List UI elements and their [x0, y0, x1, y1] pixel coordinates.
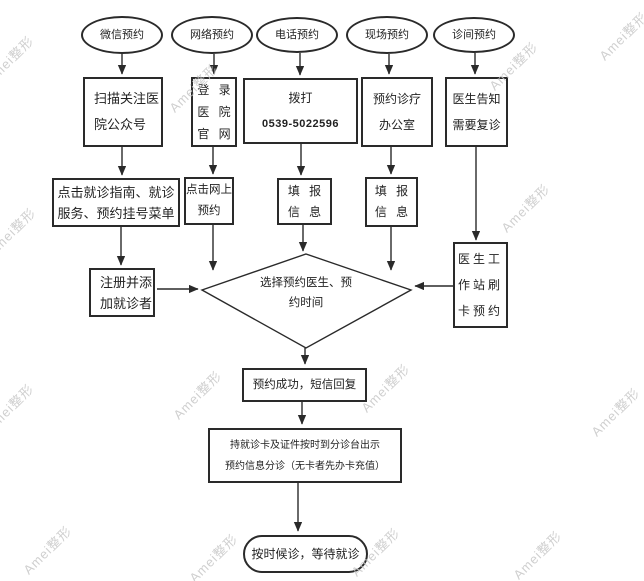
- text-line: 作站刷: [457, 278, 503, 292]
- phone-number: 0539-5022596: [262, 118, 339, 130]
- step-box-login-website: 登 录 医 院 官 网: [191, 77, 237, 147]
- text-line: 按时候诊，等待就诊: [251, 547, 360, 561]
- source-ellipse-phone: 电话预约: [256, 17, 338, 53]
- text-line: 扫描关注医: [94, 91, 160, 106]
- text-line: 拨打: [288, 91, 313, 105]
- step-box-success-sms: 预约成功，短信回复: [242, 368, 367, 402]
- text-line: 预约诊疗: [372, 92, 421, 106]
- source-ellipse-onsite: 现场预约: [346, 16, 428, 54]
- source-ellipse-clinic: 诊间预约: [433, 17, 515, 53]
- decision-label: 选择预约医生、预 约时间: [246, 273, 366, 313]
- source-ellipse-wechat: 微信预约: [81, 16, 163, 54]
- source-label: 诊间预约: [452, 29, 496, 41]
- text-line: 选择预约医生、预: [260, 277, 352, 289]
- text-line: 院公众号: [94, 117, 147, 132]
- step-box-doctor-inform: 医生告知 需要复诊: [445, 77, 508, 147]
- source-label: 网络预约: [190, 29, 234, 41]
- source-label: 微信预约: [100, 29, 144, 41]
- text-line: 官 网: [197, 127, 231, 141]
- step-box-fill-info-phone: 填 报 信 息: [277, 178, 332, 225]
- end-terminator-wait: 按时候诊，等待就诊: [243, 535, 368, 573]
- step-box-doctor-workstation: 医生工 作站刷 卡预约: [453, 242, 508, 328]
- text-line: 注册并添: [100, 274, 153, 290]
- text-line: 服务、预约挂号菜单: [57, 205, 175, 221]
- text-line: 预约信息分诊（无卡者先办卡充值）: [225, 460, 385, 472]
- text-line: 点击就诊指南、就诊: [57, 184, 175, 200]
- text-line: 信 息: [374, 205, 409, 219]
- text-line: 填 报: [287, 183, 322, 198]
- step-box-click-menu: 点击就诊指南、就诊 服务、预约挂号菜单: [52, 178, 180, 227]
- text-line: 预约成功，短信回复: [252, 379, 357, 391]
- decision-diamond: [200, 253, 413, 349]
- text-line: 填 报: [374, 184, 409, 198]
- text-line: 加就诊者: [100, 295, 153, 311]
- step-box-triage-card: 持就诊卡及证件按时到分诊台出示 预约信息分诊（无卡者先办卡充值）: [208, 428, 402, 483]
- step-box-fill-info-onsite: 填 报 信 息: [365, 177, 418, 227]
- step-box-register-patient: 注册并添 加就诊者: [89, 268, 155, 317]
- text-line: 办公室: [378, 118, 415, 132]
- text-line: 医生告知: [452, 92, 501, 106]
- text-line: 医生工: [457, 252, 503, 266]
- text-line: 约时间: [288, 297, 324, 309]
- source-label: 现场预约: [365, 29, 409, 41]
- text-line: 信 息: [287, 204, 322, 219]
- text-line: 预约: [197, 205, 221, 217]
- text-line: 卡预约: [457, 304, 503, 318]
- text-line: 持就诊卡及证件按时到分诊台出示: [230, 439, 380, 451]
- step-box-appointment-office: 预约诊疗 办公室: [361, 77, 433, 147]
- text-line: 需要复诊: [452, 118, 501, 132]
- text-line: 医 院: [197, 105, 231, 119]
- text-line: 登 录: [197, 83, 231, 97]
- source-ellipse-web: 网络预约: [171, 16, 253, 54]
- source-label: 电话预约: [275, 29, 319, 41]
- step-box-scan-follow: 扫描关注医 院公众号: [83, 77, 163, 147]
- text-line: 点击网上: [186, 184, 232, 196]
- step-box-call-number: 拨打 0539-5022596: [243, 78, 358, 144]
- step-box-click-online: 点击网上 预约: [184, 177, 234, 225]
